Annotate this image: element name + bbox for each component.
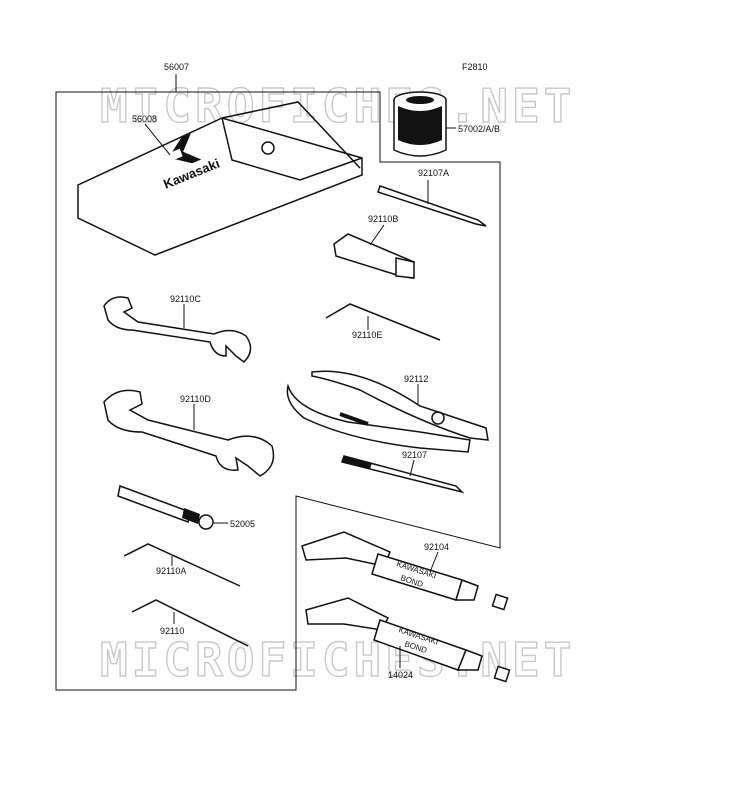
kawasaki-bond-tube-2: KAWASAKI BOND bbox=[305, 597, 511, 683]
watermark-top: MICROFICHES.NET bbox=[100, 79, 575, 133]
hex-wrench-e bbox=[325, 303, 441, 341]
figure-code: F2810 bbox=[462, 62, 488, 72]
kawasaki-bond-tube-1: KAWASAKI BOND bbox=[301, 531, 509, 611]
label-hex-wrench-e: 92110E bbox=[352, 330, 382, 340]
oil-filter bbox=[393, 91, 447, 157]
label-screwdriver: 92107 bbox=[402, 450, 427, 460]
spark-plug-wrench bbox=[333, 233, 415, 279]
open-wrench-small bbox=[103, 296, 252, 363]
watermark-bottom: MICROFICHES.NET bbox=[100, 633, 575, 687]
hex-wrench-a bbox=[123, 543, 241, 587]
handle-bar bbox=[117, 484, 214, 530]
tool-bag: Kawasaki bbox=[77, 101, 363, 256]
label-tool-kit: 56007 bbox=[164, 62, 189, 72]
label-kawasaki-bond-1: 92104 bbox=[424, 542, 449, 552]
kit-boundary bbox=[55, 74, 501, 691]
screwdriver-shaft bbox=[377, 185, 487, 227]
screwdriver bbox=[341, 455, 465, 494]
label-hex-wrench-a: 92110A bbox=[156, 566, 186, 576]
open-wrench-large bbox=[103, 389, 275, 477]
label-open-wrench-large: 92110D bbox=[180, 394, 211, 404]
label-kawasaki-bond-2: 14024 bbox=[388, 670, 413, 680]
label-pliers: 92112 bbox=[404, 374, 428, 384]
label-screwdriver-shaft: 92107A bbox=[418, 168, 449, 178]
label-handle-bar: 52005 bbox=[230, 519, 255, 529]
hex-wrench bbox=[131, 599, 249, 647]
label-tool-bag: 56008 bbox=[132, 114, 157, 124]
label-open-wrench-small: 92110C bbox=[170, 294, 201, 304]
pliers bbox=[286, 370, 489, 453]
label-oil-filter: 57002/A/B bbox=[458, 124, 500, 134]
label-spark-plug-wrench: 92110B bbox=[368, 214, 398, 224]
label-hex-wrench: 92110 bbox=[160, 626, 184, 636]
